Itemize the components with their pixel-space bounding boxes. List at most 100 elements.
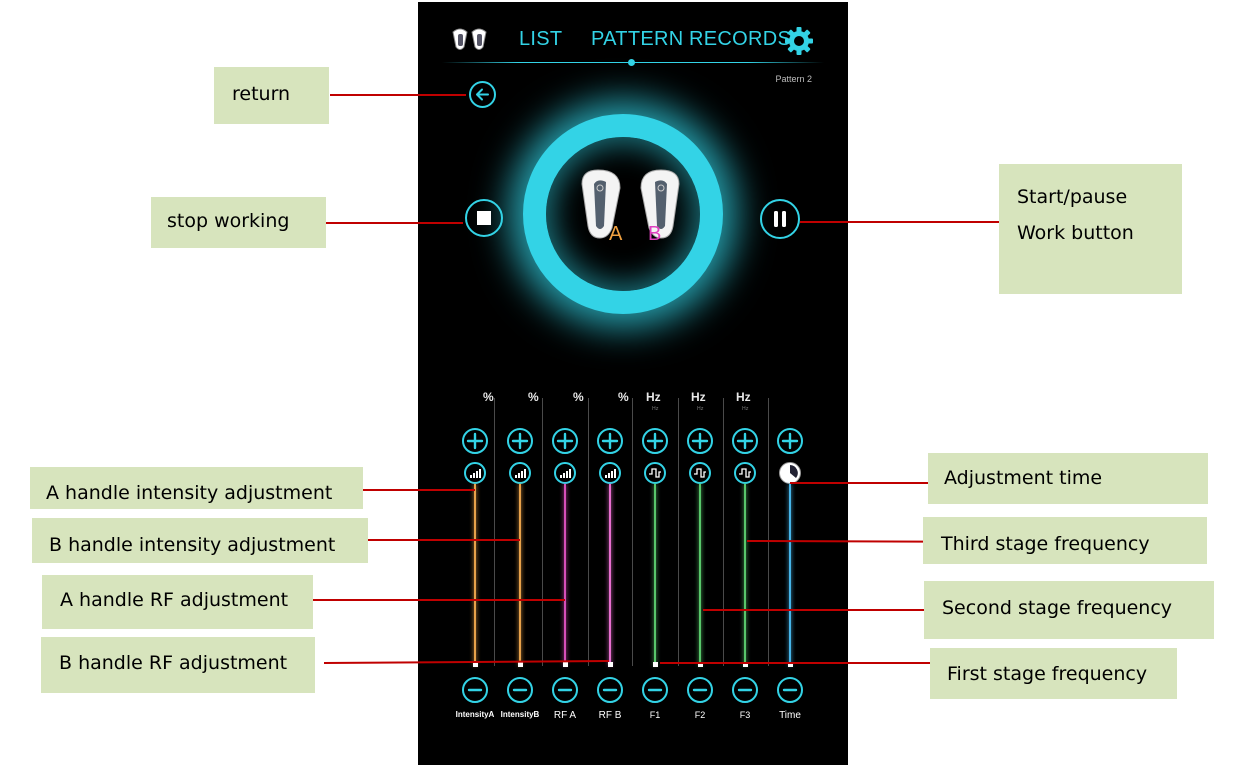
leader-line <box>790 482 928 484</box>
callout-adjust-time: Adjustment time <box>928 453 1208 504</box>
slider-unit: Hz <box>691 390 706 404</box>
handle-a-image <box>581 169 621 239</box>
slider-track[interactable] <box>609 484 611 666</box>
slider-track[interactable] <box>564 484 566 666</box>
slider-handle[interactable] <box>743 662 748 667</box>
slider-minus-button[interactable] <box>507 677 533 703</box>
square-wave-icon <box>734 462 756 484</box>
square-wave-icon <box>689 462 711 484</box>
signal-strength-icon <box>464 462 486 484</box>
slider-label: F2 <box>694 710 706 720</box>
slider-unit: Hz <box>736 390 751 404</box>
plus-icon <box>646 432 664 450</box>
plus-icon <box>736 432 754 450</box>
slider-minus-button[interactable] <box>462 677 488 703</box>
stop-button[interactable] <box>465 199 503 237</box>
active-tab-indicator <box>628 59 635 66</box>
leader-line <box>326 222 463 224</box>
callout-second-freq: Second stage frequency <box>924 581 1214 639</box>
slider-track[interactable] <box>744 484 746 666</box>
leader-line <box>363 489 475 491</box>
slider-handle[interactable] <box>698 662 703 667</box>
slider-minus-button[interactable] <box>732 677 758 703</box>
return-button[interactable] <box>469 81 496 108</box>
leader-line <box>313 599 565 601</box>
leader-line <box>800 221 999 223</box>
pattern-name: Pattern 2 <box>775 74 812 84</box>
leader-line <box>368 539 520 541</box>
slider-plus-button[interactable] <box>687 428 713 454</box>
minus-icon <box>557 688 573 692</box>
slider-plus-button[interactable] <box>777 428 803 454</box>
leader-line <box>703 609 924 611</box>
callout-start-pause-line1: Start/pause <box>1017 186 1128 208</box>
slider-plus-button[interactable] <box>552 428 578 454</box>
callout-a-rf: A handle RF adjustment <box>42 575 313 629</box>
slider-track[interactable] <box>699 484 701 666</box>
slider-label: F1 <box>649 710 661 720</box>
slider-handle[interactable] <box>563 662 568 667</box>
start-pause-button[interactable] <box>760 199 800 239</box>
slider-minus-button[interactable] <box>687 677 713 703</box>
top-navigation: LIST PATTERN RECORDS <box>418 26 848 56</box>
callout-third-freq: Third stage frequency <box>923 517 1207 564</box>
timer-icon <box>779 462 801 484</box>
slider-unit: % <box>573 390 584 404</box>
slider-handle[interactable] <box>788 662 793 667</box>
slider-label: IntensityA <box>455 710 495 719</box>
slider-minus-button[interactable] <box>777 677 803 703</box>
signal-strength-icon <box>509 462 531 484</box>
slider-plus-button[interactable] <box>462 428 488 454</box>
column-divider <box>768 398 769 666</box>
handle-b-image <box>640 169 680 239</box>
plus-icon <box>781 432 799 450</box>
slider-track[interactable] <box>474 484 476 666</box>
slider-minus-button[interactable] <box>642 677 668 703</box>
signal-strength-icon <box>599 462 621 484</box>
tab-pattern[interactable]: PATTERN <box>591 28 684 50</box>
slider-label: IntensityB <box>500 710 540 719</box>
callout-a-intensity: A handle intensity adjustment <box>30 467 363 509</box>
column-divider <box>723 398 724 666</box>
slider-track[interactable] <box>519 484 521 666</box>
leader-line <box>330 94 466 96</box>
callout-first-freq: First stage frequency <box>930 648 1177 699</box>
plus-icon <box>466 432 484 450</box>
slider-unit-sub: Hz <box>652 406 659 412</box>
slider-handle[interactable] <box>608 662 613 667</box>
slider-handle[interactable] <box>653 662 658 667</box>
slider-label: RF B <box>598 710 622 721</box>
handle-a-label: A <box>609 223 623 245</box>
slider-unit: % <box>618 390 629 404</box>
plus-icon <box>511 432 529 450</box>
gear-icon[interactable] <box>784 26 814 56</box>
back-arrow-icon <box>476 88 489 101</box>
slider-track[interactable] <box>789 484 791 666</box>
slider-minus-button[interactable] <box>552 677 578 703</box>
slider-unit: Hz <box>646 390 661 404</box>
slider-unit-sub: Hz <box>697 406 704 412</box>
slider-plus-button[interactable] <box>507 428 533 454</box>
slider-handle[interactable] <box>473 662 478 667</box>
tab-records[interactable]: RECORDS <box>689 28 792 50</box>
column-divider <box>494 398 495 666</box>
slider-plus-button[interactable] <box>732 428 758 454</box>
tab-list[interactable]: LIST <box>519 28 563 50</box>
slider-handle[interactable] <box>518 662 523 667</box>
minus-icon <box>782 688 798 692</box>
square-wave-icon <box>644 462 666 484</box>
callout-return: return <box>214 67 329 124</box>
slider-minus-button[interactable] <box>597 677 623 703</box>
slider-plus-button[interactable] <box>597 428 623 454</box>
slider-plus-button[interactable] <box>642 428 668 454</box>
callout-b-intensity: B handle intensity adjustment <box>32 518 368 563</box>
column-divider <box>632 398 633 666</box>
column-divider <box>678 398 679 666</box>
signal-strength-icon <box>554 462 576 484</box>
slider-label: RF A <box>553 710 577 721</box>
callout-stop: stop working <box>151 197 326 248</box>
leader-line <box>660 662 930 664</box>
slider-unit: % <box>483 390 494 404</box>
handles-icon[interactable] <box>450 28 492 54</box>
slider-track[interactable] <box>654 484 656 666</box>
